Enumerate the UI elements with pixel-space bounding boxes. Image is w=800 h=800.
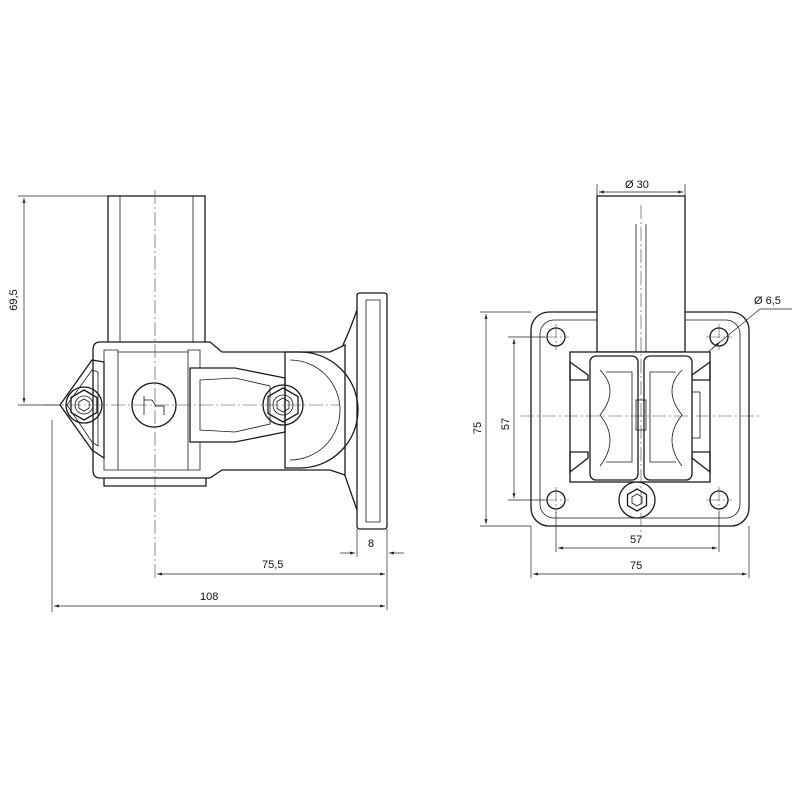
- dimension-hole-diameter: Ø 6,5: [707, 295, 792, 353]
- dimension-total: 108: [51, 420, 385, 612]
- front-hex-bolt: [618, 481, 656, 519]
- hinge-assembly: [569, 351, 711, 483]
- dim-text-75-5: 75,5: [262, 559, 283, 571]
- dim-text-8: 8: [368, 538, 374, 550]
- dimension-axis: 75,5: [157, 559, 385, 576]
- mounting-hole-bottom-right: [706, 487, 732, 513]
- dimension-tube-diameter: Ø 30: [596, 179, 686, 196]
- mounting-plate: [342, 292, 388, 530]
- dim-text-diameter-6-5: Ø 6,5: [754, 295, 781, 307]
- mounting-hole-bottom-left: [543, 487, 569, 513]
- front-view: Ø 30 Ø 6,5 75 57 57: [472, 179, 792, 578]
- side-view: 69,5 8 75,5 108: [8, 190, 404, 612]
- logo-seal: [131, 382, 177, 428]
- dim-text-diameter-30: Ø 30: [625, 179, 649, 191]
- dimension-outer-height: 75: [472, 311, 531, 527]
- dimension-hole-spacing-vertical: 57: [500, 336, 545, 501]
- dim-text-57-horizontal: 57: [630, 534, 642, 546]
- hinge-body: [59, 341, 359, 487]
- dimension-hole-spacing-horizontal: 57: [555, 512, 720, 552]
- dim-text-75-vertical: 75: [472, 422, 484, 434]
- dim-text-69-5: 69,5: [8, 289, 20, 310]
- dimension-outer-width: 75: [530, 526, 750, 578]
- dim-text-57-vertical: 57: [500, 418, 512, 430]
- dimension-height: 69,5: [8, 195, 108, 406]
- dim-text-75-horizontal: 75: [630, 560, 642, 572]
- upright-tube: [107, 195, 206, 347]
- dim-text-108: 108: [200, 591, 218, 603]
- mounting-hole-top-left: [543, 324, 569, 350]
- dimension-plate: 8: [340, 529, 404, 610]
